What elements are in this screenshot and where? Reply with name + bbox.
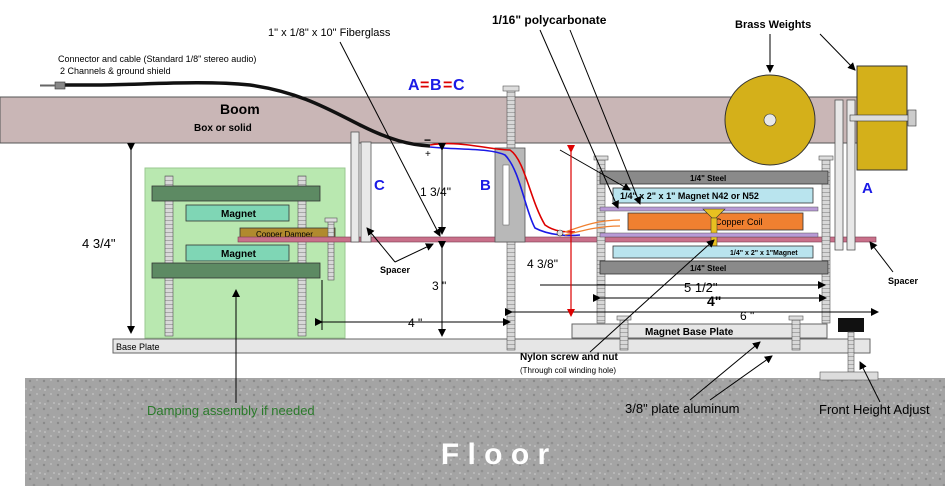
steel-top	[599, 170, 829, 185]
dim-3: 3 "	[432, 279, 446, 293]
small-magnet-label: 1/4" x 2" x 1"Magnet	[730, 250, 798, 257]
abc-a: A	[408, 77, 420, 94]
minus-label: −	[424, 133, 431, 147]
plus-label: +	[425, 149, 431, 160]
steel-bottom	[599, 260, 829, 275]
abc-eq2: =	[443, 77, 452, 94]
base-plate	[112, 338, 871, 354]
dim-1-3-4: 1 3/4"	[420, 185, 451, 199]
dim-4-right: 4"	[707, 293, 721, 309]
damping-label: Damping assembly if needed	[147, 403, 315, 418]
spacer-left-label: Spacer	[380, 265, 411, 275]
magnet-top-label: Magnet	[221, 209, 257, 220]
dim-6: 6 "	[740, 309, 754, 323]
boom-label: Boom	[220, 101, 260, 117]
copper-damper-label: Copper Damper	[256, 230, 313, 239]
floor	[25, 378, 945, 486]
dim-4-left: 4 "	[408, 316, 422, 330]
steel-top-label: 1/4" Steel	[690, 174, 726, 183]
letter-a: A	[862, 180, 873, 197]
magnet-base-plate-label: Magnet Base Plate	[645, 327, 734, 338]
polycarbonate-label: 1/16" polycarbonate	[492, 13, 607, 27]
magnet-base-plate	[571, 323, 828, 339]
abc-b: B	[430, 77, 442, 94]
connector-label-line1: Connector and cable (Standard 1/8" stere…	[58, 54, 256, 64]
magnet-spec-label: 1/4" x 2" x 1" Magnet N42 or N52	[620, 191, 759, 201]
floor-label: F l o o r	[441, 438, 550, 471]
steel-bottom-label: 1/4" Steel	[690, 264, 726, 273]
base-plate-label: Base Plate	[116, 342, 160, 352]
nylon-label-line2: (Through coil winding hole)	[520, 366, 616, 375]
front-height-label: Front Height Adjust	[819, 402, 930, 417]
spacer-right-label: Spacer	[888, 276, 919, 286]
front-height-adjust	[838, 318, 864, 332]
aluminum-label: 3/8" plate aluminum	[625, 401, 739, 416]
fiberglass-label: 1" x 1/8" x 10" Fiberglass	[268, 27, 391, 39]
dim-5-1-2: 5 1/2"	[684, 280, 718, 295]
copper-coil-label: Copper Coil	[715, 217, 763, 227]
brass-weights-label: Brass Weights	[735, 19, 811, 31]
boom-sub-label: Box or solid	[194, 123, 252, 134]
connector-label-line2: 2 Channels & ground shield	[60, 66, 171, 76]
abc-eq1: =	[420, 77, 429, 94]
letter-c: C	[374, 177, 385, 194]
dim-4-3-4: 4 3/4"	[82, 236, 116, 251]
letter-b: B	[480, 177, 491, 194]
nylon-label-line1: Nylon screw and nut	[520, 352, 618, 363]
magnet-bottom-label: Magnet	[221, 249, 257, 260]
magnet-block-top	[185, 204, 290, 222]
abc-c: C	[453, 77, 465, 94]
dim-4-3-8: 4 3/8"	[527, 257, 558, 271]
boom-arm	[237, 236, 877, 243]
magnet-block-bottom	[185, 244, 290, 262]
